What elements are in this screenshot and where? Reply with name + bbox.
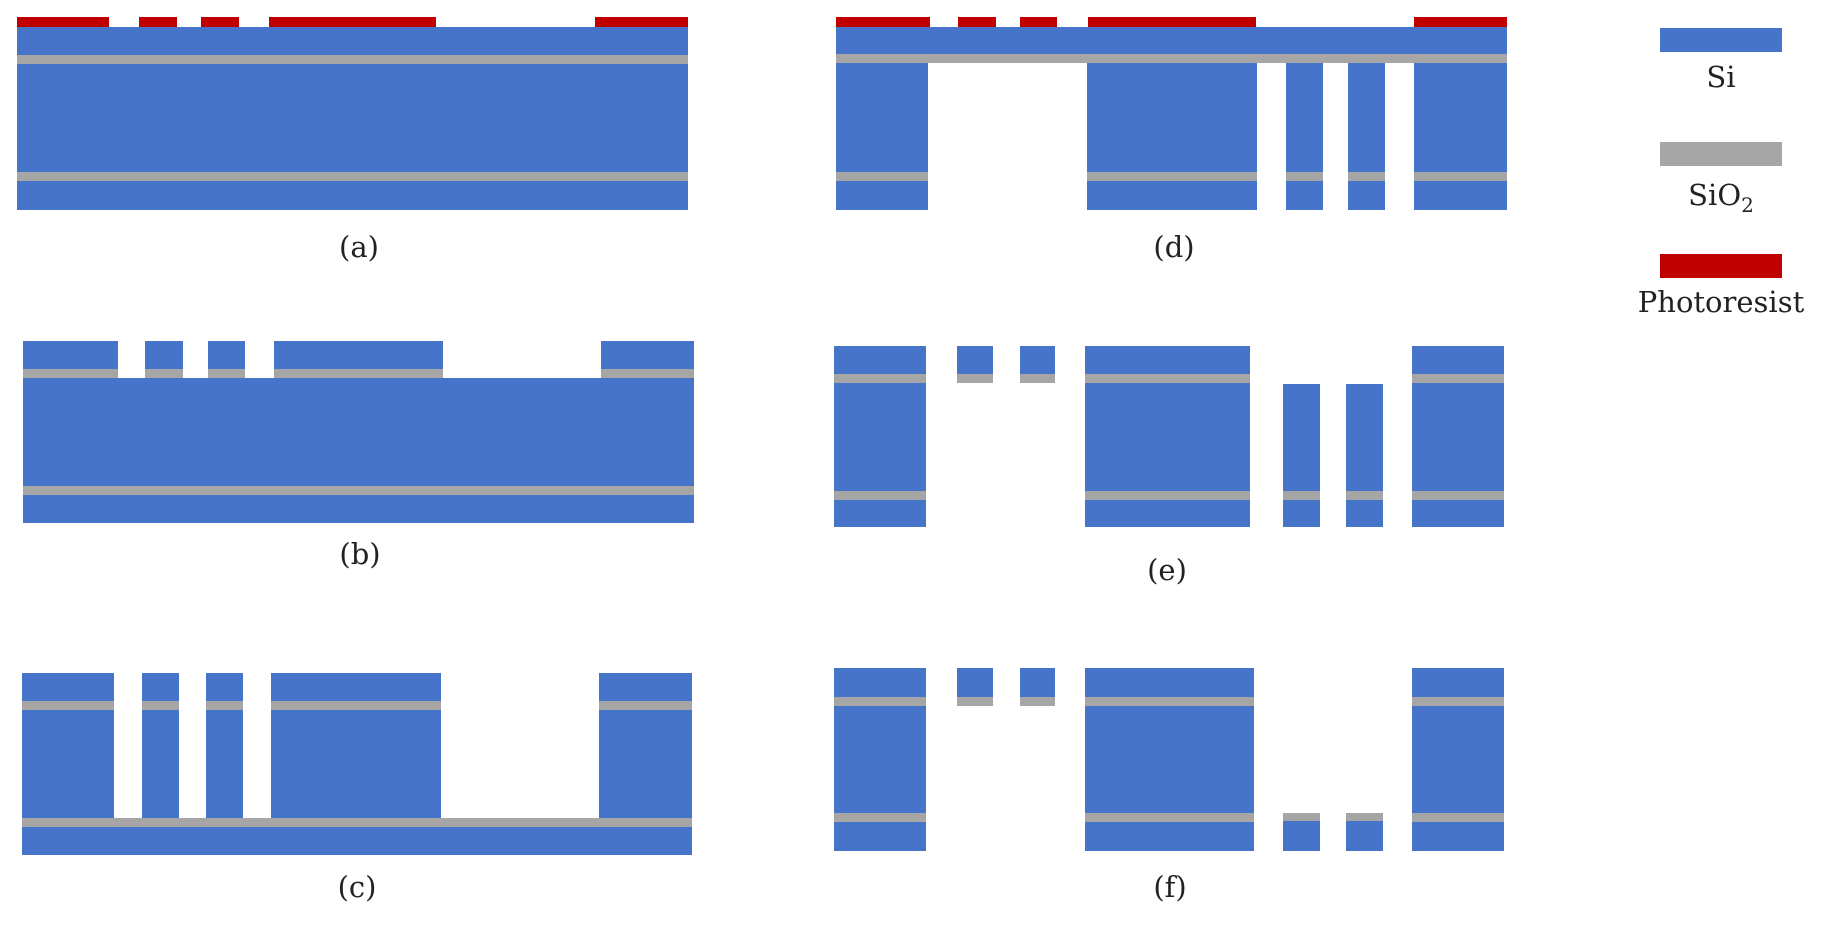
legend-sio2-label-main: SiO (1688, 178, 1742, 212)
sio2-segment (1085, 491, 1250, 500)
sio2-segment (1283, 813, 1320, 821)
si-pillar (1412, 668, 1504, 851)
sio2-layer (17, 172, 688, 181)
sio2-segment (206, 701, 243, 710)
sio2-segment (1087, 172, 1257, 181)
sio2-segment (142, 701, 179, 710)
sio2-segment (834, 491, 926, 500)
legend-sio2-label-sub: 2 (1741, 192, 1754, 217)
sio2-segment (834, 813, 926, 822)
si-pillar (206, 673, 243, 818)
photoresist-strip (1020, 17, 1057, 27)
si-pillar (271, 673, 441, 818)
photoresist-strip (201, 17, 239, 27)
sio2-segment (601, 369, 694, 378)
sio2-segment (22, 701, 114, 710)
legend-photoresist-label: Photoresist (1637, 285, 1805, 319)
caption-b: (b) (339, 537, 381, 571)
sio2-segment (271, 701, 441, 710)
si-beam (1020, 668, 1055, 697)
si-beam (957, 668, 993, 697)
legend-sio2-label: SiO2 (1688, 178, 1754, 217)
panel-c (22, 673, 692, 855)
photoresist-strip (595, 17, 688, 27)
sio2-segment (1085, 374, 1250, 383)
sio2-segment (957, 697, 993, 706)
si-pillar (834, 668, 926, 851)
caption-c: (c) (337, 870, 377, 904)
sio2-segment (145, 369, 183, 378)
sio2-segment (23, 369, 118, 378)
photoresist-strip (836, 17, 930, 27)
si-pillar (1087, 63, 1257, 210)
si-pillar (1414, 63, 1507, 210)
photoresist-strip (269, 17, 436, 27)
sio2-segment (599, 701, 692, 710)
sio2-segment (1020, 697, 1055, 706)
sio2-segment (834, 374, 926, 383)
si-pillar (1348, 63, 1385, 210)
legend-si-swatch (1660, 28, 1782, 52)
sio2-segment (1346, 491, 1383, 500)
legend-si-label: Si (1706, 60, 1736, 94)
si-pillar (22, 673, 114, 818)
sio2-segment (208, 369, 245, 378)
si-pillar (142, 673, 179, 818)
sio2-segment (1346, 813, 1383, 821)
legend-photoresist-swatch (1660, 254, 1782, 278)
legend-sio2-swatch (1660, 142, 1782, 166)
sio2-segment (1348, 172, 1385, 181)
sio2-segment (1286, 172, 1323, 181)
si-beam (957, 346, 993, 375)
sio2-layer (17, 55, 688, 64)
sio2-segment (1283, 491, 1320, 500)
si-pillar (1085, 668, 1254, 851)
panel-b (23, 341, 694, 523)
panel-d (836, 17, 1507, 210)
caption-e: (e) (1147, 553, 1187, 587)
photoresist-strip (17, 17, 109, 27)
panel-f (834, 668, 1504, 851)
sio2-segment (274, 369, 443, 378)
si-top-layer (836, 27, 1507, 54)
si-pillar (836, 63, 928, 210)
sio2-segment (1020, 374, 1055, 383)
si-pillar (1346, 384, 1383, 527)
photoresist-strip (1414, 17, 1507, 27)
si-beam (1020, 346, 1055, 375)
sio2-layer (836, 54, 1507, 63)
legend (1660, 28, 1782, 278)
panel-a (17, 17, 688, 210)
caption-f: (f) (1153, 870, 1187, 904)
sio2-segment (836, 172, 928, 181)
sio2-layer (23, 486, 694, 495)
sio2-segment (1412, 697, 1504, 706)
si-pillar (599, 673, 692, 818)
photoresist-strip (958, 17, 996, 27)
caption-a: (a) (339, 230, 379, 264)
si-pillar (1283, 384, 1320, 527)
photoresist-strip (139, 17, 177, 27)
sio2-segment (1085, 813, 1254, 822)
sio2-segment (1414, 172, 1507, 181)
si-layer (17, 27, 688, 210)
sio2-layer (22, 818, 692, 827)
sio2-segment (1412, 374, 1504, 383)
si-substrate (23, 378, 694, 523)
si-pillar (1286, 63, 1323, 210)
caption-d: (d) (1153, 230, 1195, 264)
panel-e (834, 346, 1504, 527)
sio2-segment (957, 374, 993, 383)
sio2-segment (834, 697, 926, 706)
sio2-segment (1412, 491, 1504, 500)
sio2-segment (1085, 697, 1254, 706)
sio2-segment (1412, 813, 1504, 822)
photoresist-strip (1088, 17, 1256, 27)
